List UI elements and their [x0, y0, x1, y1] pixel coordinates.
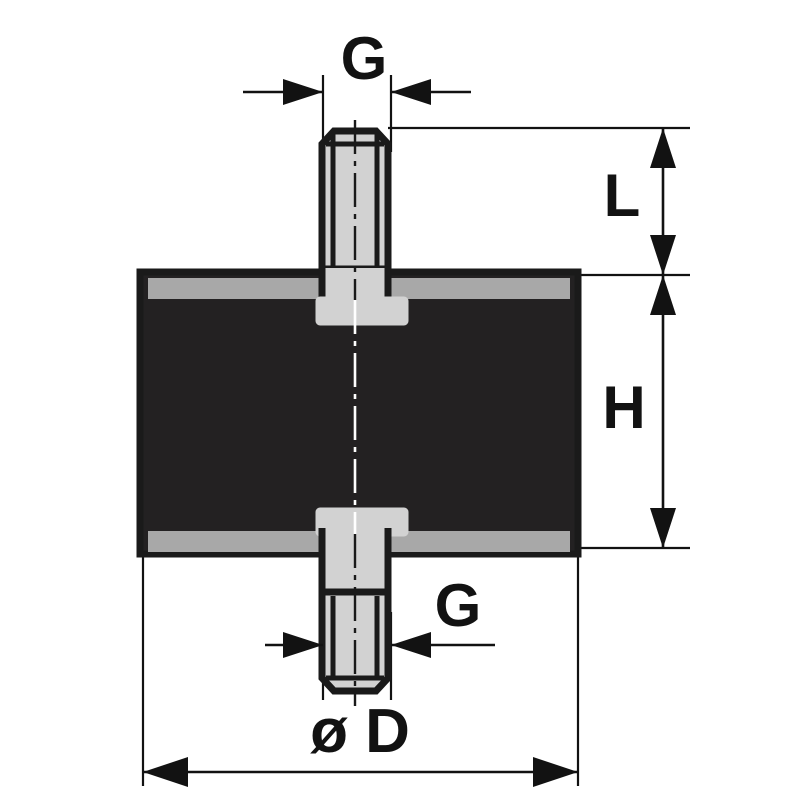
dimension-body-height: [650, 275, 676, 548]
arrowhead-stud-length-bottom: [650, 235, 676, 275]
dimension-stud-length: [650, 128, 676, 275]
arrowhead-stud-length-top: [650, 128, 676, 168]
arrowhead-thread-bottom-right: [391, 632, 431, 658]
dimension-diameter: [143, 757, 578, 787]
top-embedded-collar: [315, 296, 409, 326]
arrowhead-body-height-bottom: [650, 508, 676, 548]
arrowhead-thread-bottom-left: [283, 632, 323, 658]
arrowhead-diameter-left: [143, 757, 188, 787]
dimension-label-body-height: H: [602, 374, 645, 441]
dimension-label-diameter: ø D: [310, 697, 410, 766]
arrowhead-diameter-right: [533, 757, 578, 787]
extension-lines: [141, 75, 690, 786]
arrowhead-body-height-top: [650, 275, 676, 315]
dimension-label-stud-length: L: [604, 162, 641, 229]
arrowhead-thread-top-right: [391, 79, 431, 105]
dimension-label-thread-top: G: [341, 25, 388, 92]
dimension-thread-bottom: [265, 632, 495, 658]
top-collar-rect: [315, 296, 409, 326]
dimension-thread-top: [243, 79, 471, 105]
arrowhead-thread-top-left: [283, 79, 323, 105]
dimension-label-thread-bottom: G: [435, 572, 482, 639]
